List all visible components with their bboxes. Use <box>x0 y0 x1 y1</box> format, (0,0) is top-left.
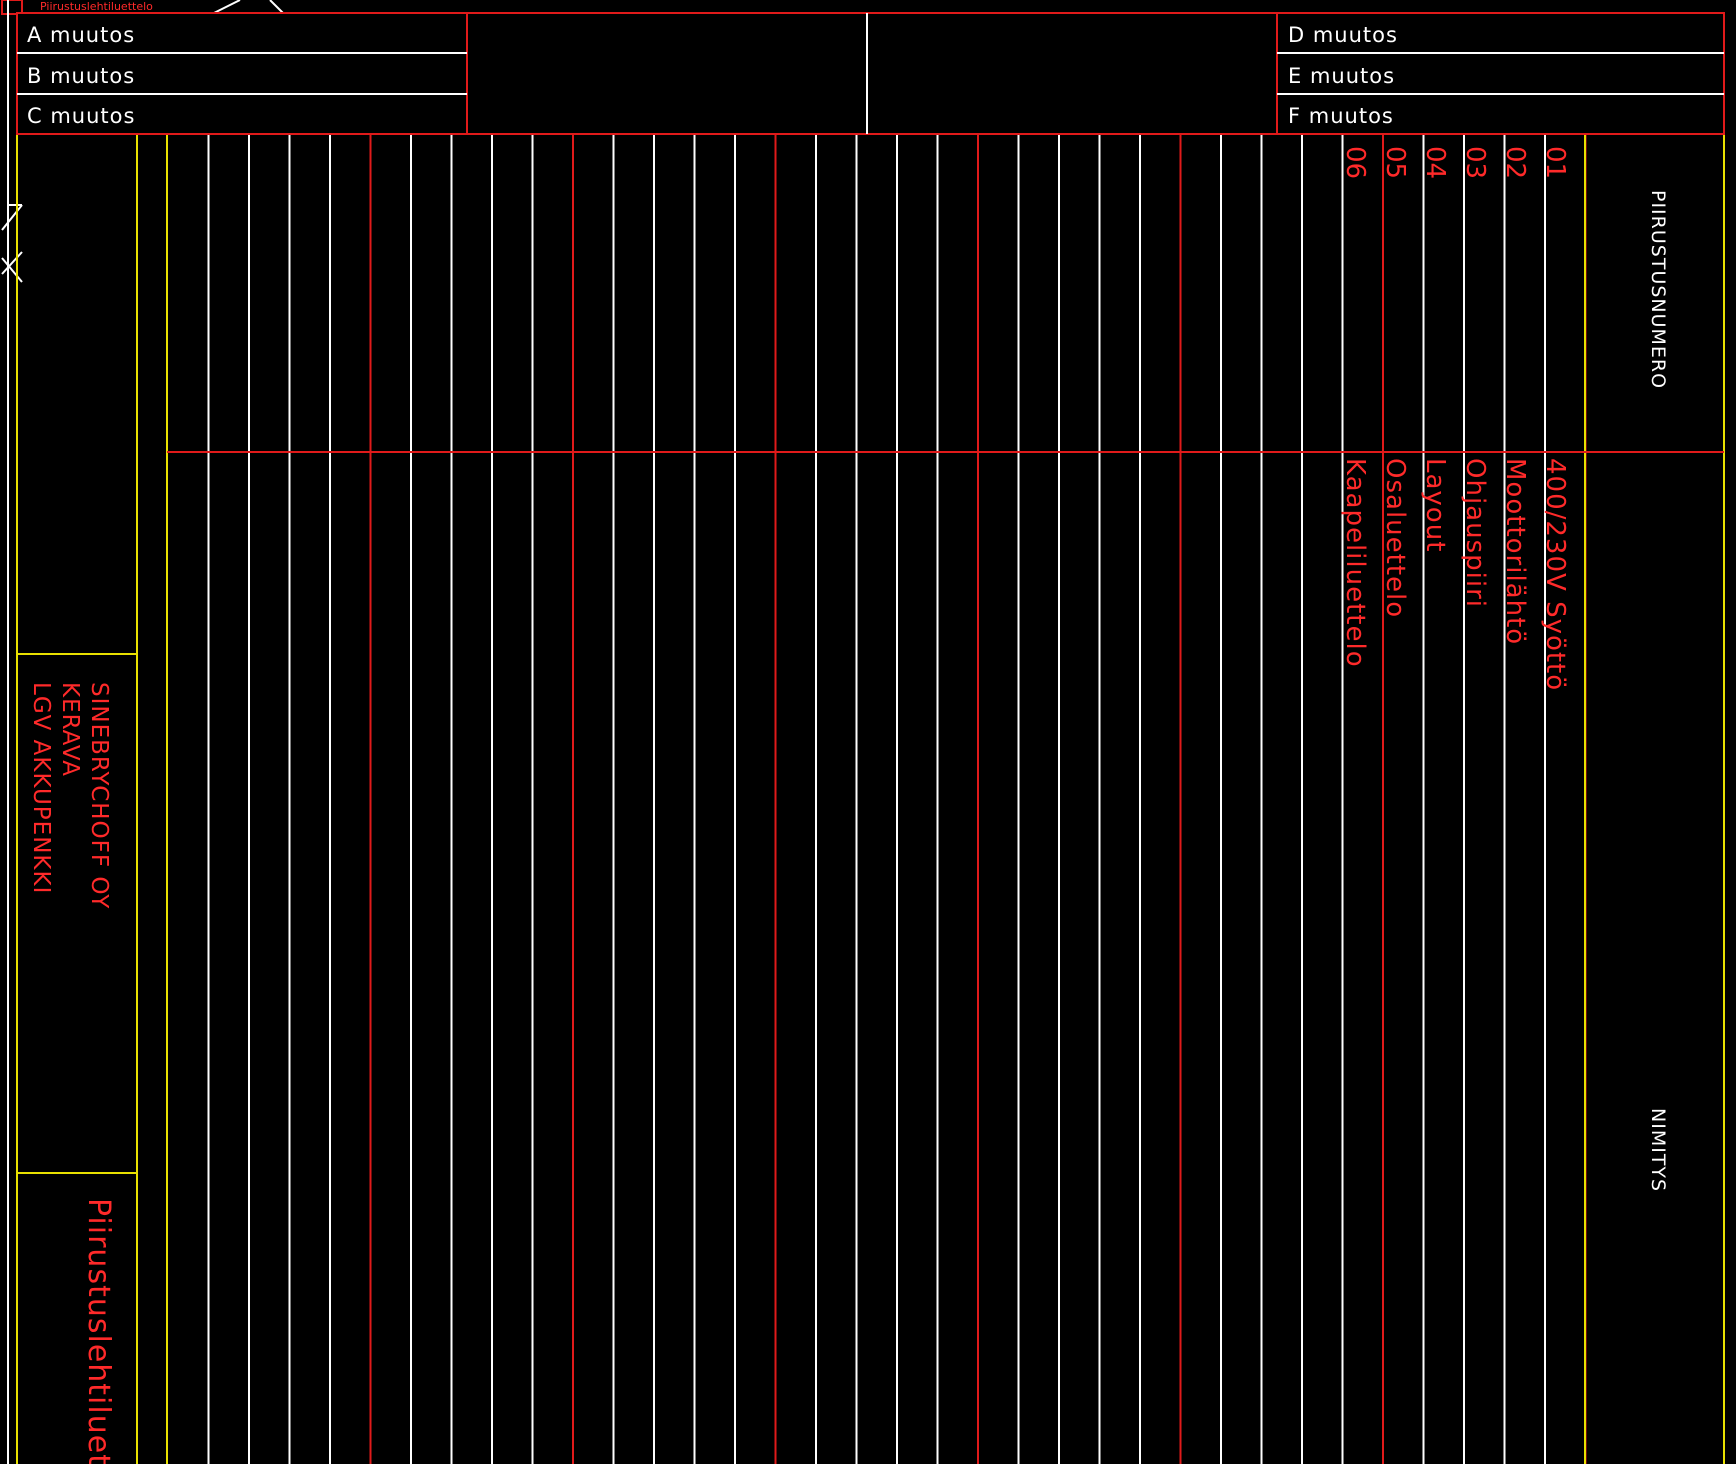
revision-c: C muutos <box>27 104 135 128</box>
drawing-name: Osaluettelo <box>1380 458 1410 618</box>
revision-a: A muutos <box>27 23 135 47</box>
yellow-frame <box>16 134 1725 1464</box>
drawing-name: 400/230V Syöttö <box>1540 458 1570 691</box>
header-drawing-number: PIIRUSTUSNUMERO <box>1647 190 1669 389</box>
revision-f: F muutos <box>1288 104 1394 128</box>
project-line-2: KERAVA <box>57 682 83 777</box>
header-name: NIMITYS <box>1647 1108 1669 1192</box>
document-title: Piirustuslehtiluettelo <box>81 1198 116 1464</box>
left-edge-marks <box>1 0 23 1464</box>
revision-d: D muutos <box>1288 23 1398 47</box>
project-line-1: SINEBRYCHOFF OY <box>86 682 112 909</box>
sheet-tab-label: Piirustuslehtiluettelo <box>40 0 153 13</box>
drawing-number: 02 <box>1500 146 1530 179</box>
drawing-number: 03 <box>1460 146 1490 179</box>
drawing-number: 06 <box>1340 146 1370 179</box>
project-line-3: LGV AKKUPENKKI <box>28 682 54 894</box>
revision-header: A muutos B muutos C muutos D muutos E mu… <box>16 12 1725 135</box>
drawing-number: 01 <box>1540 146 1570 179</box>
project-info: SINEBRYCHOFF OY KERAVA LGV AKKUPENKKI <box>28 682 112 909</box>
drawing-name: Layout <box>1420 458 1450 552</box>
drawing-number: 04 <box>1420 146 1450 179</box>
grid-lines <box>207 134 1587 1464</box>
drawing-name: Ohjauspiiri <box>1460 458 1490 608</box>
revision-e: E muutos <box>1288 64 1395 88</box>
revision-b: B muutos <box>27 64 135 88</box>
drawing-number: 05 <box>1380 146 1410 179</box>
drawing-name: Kaapeliluettelo <box>1340 458 1370 668</box>
drawing-name: Moottorilähtö <box>1500 458 1530 645</box>
